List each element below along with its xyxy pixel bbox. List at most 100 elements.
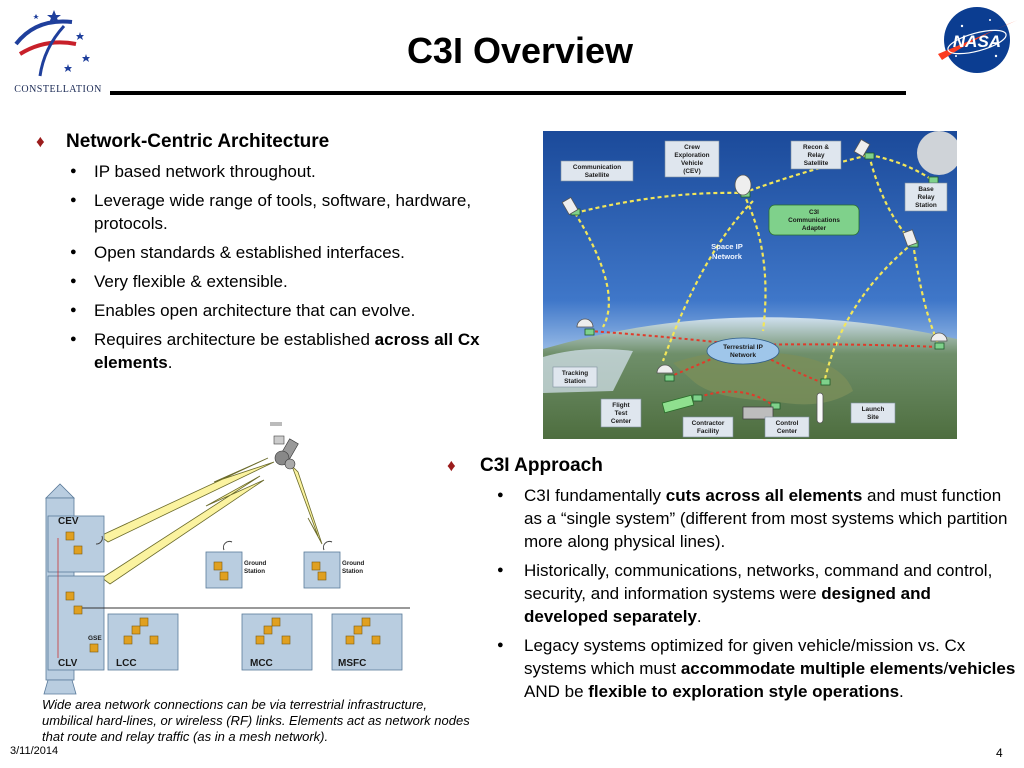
- figure-caption: Wide area network connections can be via…: [42, 697, 470, 744]
- bullet-item: ● Enables open architecture that can evol…: [36, 299, 514, 322]
- label-tracking-2: Station: [564, 378, 586, 385]
- label-c3i-adapter-1: C3I: [809, 209, 819, 216]
- dot-bullet-icon: ●: [497, 639, 504, 651]
- dish-icon: [576, 318, 594, 328]
- bullet-text-bold: cuts across all elements: [665, 486, 863, 505]
- page-title: C3I Overview: [406, 30, 634, 71]
- bullet-item: ● Historically, communications, networks,…: [447, 559, 1017, 628]
- title-divider: [110, 91, 906, 95]
- label-base-relay-3: Station: [915, 202, 937, 209]
- moon-icon: [917, 131, 957, 175]
- bullet-item: ● Requires architecture be established ac…: [36, 328, 514, 374]
- heading-text: Network-Centric Architecture: [66, 131, 330, 152]
- c3i-approach-section: ♦ C3I Approach ●C3I fundamentally cuts a…: [447, 454, 1017, 703]
- rf-link-icon: [101, 475, 265, 585]
- bullet-item: ● Leverage wide range of tools, software,…: [36, 189, 514, 235]
- relay-satellite-icon: [270, 422, 299, 470]
- slide-date: 3/11/2014: [10, 745, 59, 757]
- label-cev-1: Crew: [684, 144, 700, 151]
- dot-bullet-icon: ●: [497, 489, 504, 501]
- dish-icon: [930, 332, 948, 342]
- ground-station-1-label-2: Station: [244, 568, 265, 575]
- label-contractor-2: Facility: [697, 428, 719, 435]
- dish-icon: [95, 535, 103, 545]
- diamond-bullet-icon: ♦: [36, 132, 45, 151]
- label-terrestrial-ip-1: Terrestrial IP: [723, 344, 763, 351]
- bullet-text-pre: Historically, communications, networks, …: [524, 561, 993, 603]
- dot-bullet-icon: ●: [70, 275, 77, 287]
- label-contractor-1: Contractor: [692, 420, 725, 427]
- bullet-text-bold: designed and developed separately: [524, 584, 931, 626]
- dish-icon: [322, 540, 333, 551]
- ground-station-box: [303, 551, 341, 589]
- heading-text: C3I Approach: [480, 455, 603, 476]
- bullet-text-post: .: [899, 682, 904, 701]
- bullet-text-pre: Legacy systems optimized for given vehic…: [524, 636, 966, 678]
- terrestrial-ip-cloud: [706, 337, 780, 365]
- cev-capsule-icon: [734, 174, 752, 196]
- dot-bullet-icon: ●: [70, 165, 77, 177]
- dish-icon: [656, 364, 674, 374]
- nasa-text: NASA: [953, 32, 1001, 51]
- bullet-text-bold: accommodate multiple elements: [680, 659, 944, 678]
- dish-icon: [222, 540, 233, 551]
- label-flight-test-2: Test: [615, 410, 629, 417]
- ground-station-2-label-2: Station: [342, 568, 363, 575]
- ground-station-2-label-1: Ground: [342, 560, 365, 567]
- label-c3i-adapter-2: Communications: [788, 217, 840, 224]
- clv-label: CLV: [58, 658, 78, 669]
- label-recon-2: Relay: [807, 152, 824, 159]
- label-control-center-2: Center: [777, 428, 798, 435]
- constellation-caption: CONSTELLATION: [14, 84, 102, 95]
- dot-bullet-icon: ●: [70, 246, 77, 258]
- c3i-approach-heading: ♦ C3I Approach: [447, 454, 1017, 478]
- dot-bullet-icon: ●: [70, 333, 77, 345]
- satellite-icon: [853, 138, 871, 158]
- label-base-relay-1: Base: [918, 186, 934, 193]
- bullet-text-bold: vehicles: [948, 659, 1016, 678]
- mcc-label: MCC: [250, 658, 273, 669]
- label-control-center-1: Control: [776, 420, 799, 427]
- label-space-ip-2: Network: [712, 252, 743, 261]
- bullet-text-pre: Requires architecture be established: [94, 330, 375, 349]
- label-launch-site-2: Site: [867, 414, 879, 421]
- bullet-text: Leverage wide range of tools, software, …: [94, 191, 472, 233]
- gse-label: GSE: [88, 635, 102, 642]
- label-cev-4: (CEV): [683, 168, 700, 175]
- bullet-item: ● Legacy systems optimized for given vehi…: [447, 634, 1017, 703]
- bullet-text: Enables open architecture that can evolv…: [94, 301, 416, 320]
- bullet-text-mid: /: [943, 659, 949, 678]
- bullet-item: ●IP based network throughout.: [36, 160, 514, 183]
- label-c3i-adapter-3: Adapter: [802, 225, 827, 232]
- page-number: 4: [996, 746, 1003, 760]
- network-centric-section: ♦ Network-Centric Architecture ●IP based…: [36, 130, 514, 374]
- label-recon-3: Satellite: [804, 160, 829, 167]
- bullet-item: ●C3I fundamentally cuts across all eleme…: [447, 484, 1017, 553]
- label-communication-satellite-1: Communication: [573, 164, 621, 171]
- bullet-text-post: and must function as a “single system” (…: [524, 486, 1008, 551]
- label-recon-1: Recon &: [803, 144, 829, 151]
- label-cev-3: Vehicle: [681, 160, 703, 167]
- label-cev-2: Exploration: [674, 152, 709, 159]
- bullet-item: ● Very flexible & extensible.: [36, 270, 514, 293]
- label-tracking-1: Tracking: [562, 370, 588, 377]
- label-base-relay-2: Relay: [917, 194, 934, 201]
- label-flight-test-1: Flight: [612, 402, 630, 409]
- label-space-ip-1: Space IP: [711, 242, 743, 251]
- launch-vehicle-icon: [43, 483, 105, 695]
- bullet-text: Very flexible & extensible.: [94, 272, 288, 291]
- nasa-logo: NASA: [932, 2, 1022, 80]
- constellation-emblem-icon: [14, 10, 90, 77]
- dot-bullet-icon: ●: [497, 564, 504, 576]
- cev-label: CEV: [58, 516, 79, 527]
- diamond-bullet-icon: ♦: [447, 456, 456, 475]
- bullet-text: Open standards & established interfaces.: [94, 243, 405, 262]
- dot-bullet-icon: ●: [70, 194, 77, 206]
- dot-bullet-icon: ●: [70, 304, 77, 316]
- bullet-text-bold: across all Cx elements: [94, 330, 480, 372]
- bullet-text-post: .: [696, 607, 702, 626]
- label-communication-satellite-2: Satellite: [585, 172, 610, 179]
- constellation-logo: CONSTELLATION: [6, 4, 110, 96]
- label-terrestrial-ip-2: Network: [730, 352, 756, 359]
- rf-link-icon: [99, 457, 275, 543]
